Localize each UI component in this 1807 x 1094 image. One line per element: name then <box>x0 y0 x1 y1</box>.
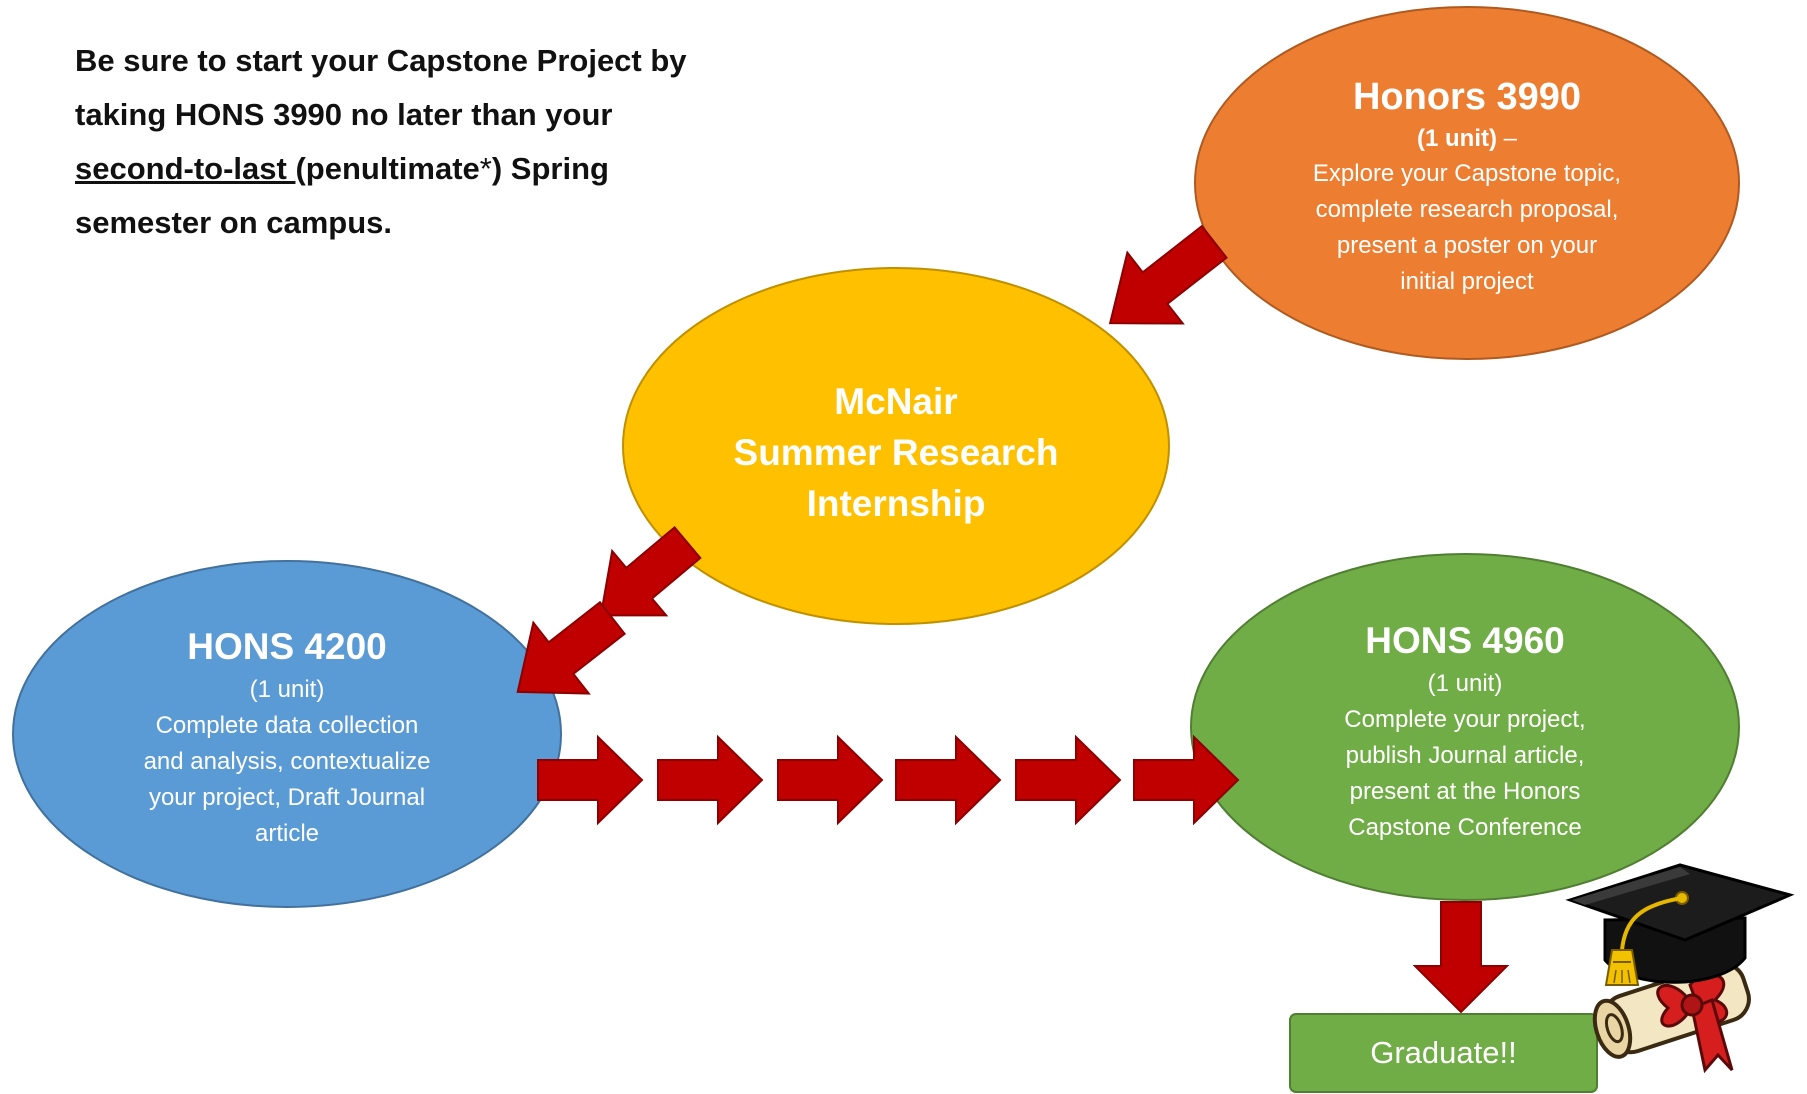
honors-3990-node: Honors 3990 (1 unit) – Explore your Caps… <box>1267 72 1667 302</box>
honors-3990-unit: (1 unit) – <box>1417 125 1517 152</box>
hons-4960-desc-4: Capstone Conference <box>1348 814 1582 841</box>
mcnair-line-2: Summer Research <box>733 432 1059 473</box>
intro-asterisk: * <box>479 151 492 186</box>
honors-3990-desc-4: initial project <box>1400 268 1534 295</box>
arrow-to-hons-4200-lower <box>516 600 626 695</box>
honors-3990-desc-3: present a poster on your <box>1336 232 1598 259</box>
arrow-chain-5 <box>1015 736 1121 824</box>
mcnair-ellipse <box>622 267 1170 625</box>
arrow-chain-3 <box>777 736 883 824</box>
intro-line-2: taking HONS 3990 no later than your <box>75 97 613 132</box>
arrow-mcnair-to-hons-4200 <box>599 525 702 617</box>
hons-4960-unit: (1 unit) <box>1427 670 1503 697</box>
honors-3990-ellipse <box>1194 6 1740 360</box>
hons-4200-desc-3: your project, Draft Journal <box>148 784 426 811</box>
arrow-hons-4960-to-graduate <box>1412 901 1510 1014</box>
arrow-chain-4 <box>895 736 1001 824</box>
hons-4200-desc-2: and analysis, contextualize <box>143 748 431 775</box>
hons-4960-title: HONS 4960 <box>1365 620 1565 661</box>
intro-line-4: semester on campus. <box>75 205 393 240</box>
intro-underlined-text: second-to-last <box>75 151 296 186</box>
graduate-label: Graduate!! <box>1370 1035 1517 1070</box>
honors-3990-title: Honors 3990 <box>1352 76 1582 118</box>
honors-3990-desc-1: Explore your Capstone topic, <box>1312 160 1622 187</box>
hons-4200-desc-1: Complete data collection <box>155 712 419 739</box>
hons-4960-desc-2: publish Journal article, <box>1345 742 1585 769</box>
intro-line-3a: (penultimate <box>295 151 480 186</box>
intro-line-3b: ) Spring <box>491 151 609 186</box>
graduation-cap-diploma-icon <box>1565 863 1795 1074</box>
mcnair-node: McNair Summer Research Internship <box>696 376 1096 529</box>
hons-4960-node: HONS 4960 (1 unit) Complete your project… <box>1265 616 1665 846</box>
honors-3990-desc-2: complete research proposal, <box>1315 196 1619 223</box>
mcnair-line-3: Internship <box>806 483 986 524</box>
hons-4200-title: HONS 4200 <box>187 626 387 667</box>
hons-4200-ellipse <box>12 560 562 908</box>
hons-4960-ellipse <box>1190 553 1740 901</box>
hons-4200-unit: (1 unit) <box>249 676 325 703</box>
arrow-honors-3990-to-mcnair <box>1108 224 1228 325</box>
intro-instruction: Be sure to start your Capstone Project b… <box>75 34 775 250</box>
hons-4960-desc-1: Complete your project, <box>1344 706 1586 733</box>
mcnair-line-1: McNair <box>834 381 958 422</box>
hons-4200-node: HONS 4200 (1 unit) Complete data collect… <box>87 622 487 852</box>
hons-4200-desc-4: article <box>254 820 320 847</box>
intro-line-1: Be sure to start your Capstone Project b… <box>75 43 687 78</box>
arrow-chain-2 <box>657 736 763 824</box>
hons-4960-desc-3: present at the Honors <box>1349 778 1581 805</box>
graduate-box <box>1289 1013 1598 1093</box>
